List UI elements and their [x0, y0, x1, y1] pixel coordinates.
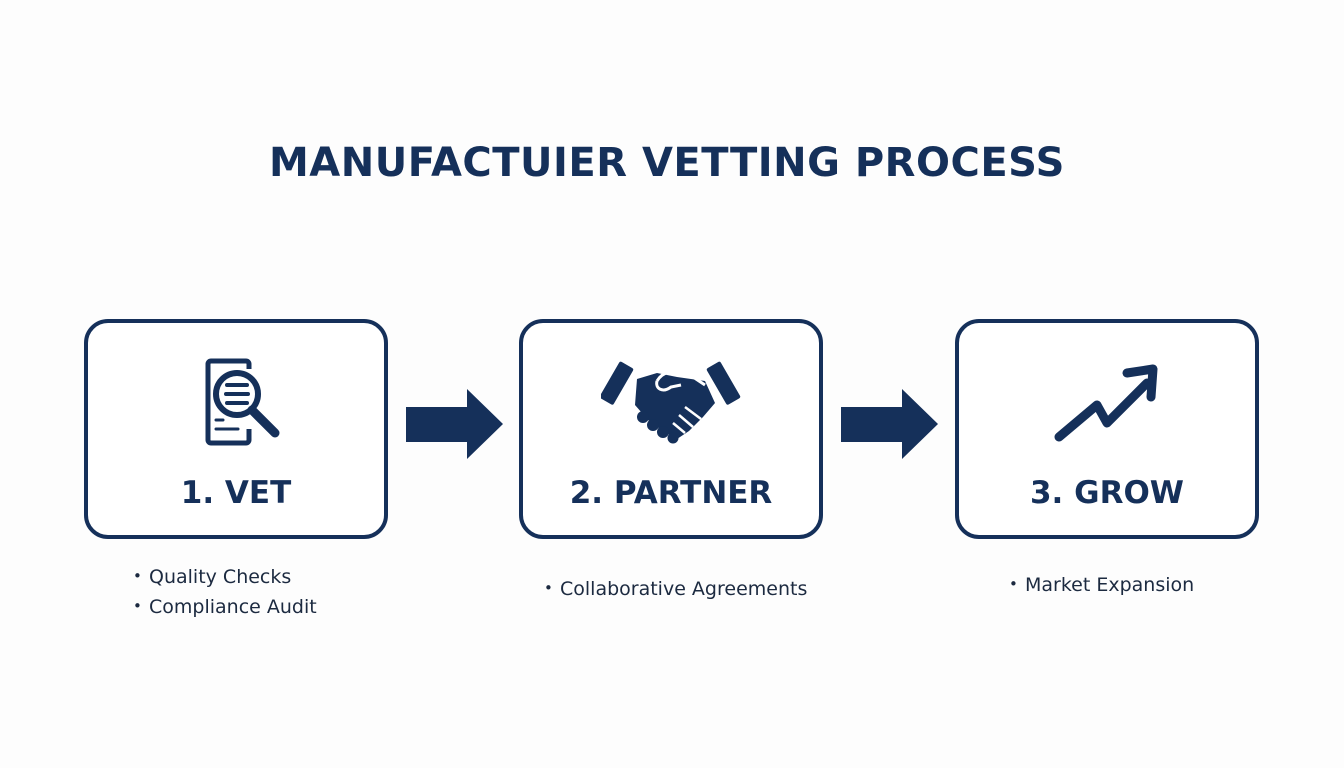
trend-up-arrow-icon [959, 347, 1255, 447]
step-label: 2. PARTNER [569, 475, 773, 511]
bullet-item: Quality Checks [133, 562, 317, 592]
document-magnifier-icon [88, 347, 384, 447]
step-box-grow: 3. GROW [955, 319, 1259, 539]
step-bullets-partner: Collaborative Agreements [544, 574, 807, 604]
bullet-item: Compliance Audit [133, 592, 317, 622]
handshake-icon [523, 347, 819, 447]
step-bullets-vet: Quality Checks Compliance Audit [133, 562, 317, 622]
step-box-partner: 2. PARTNER [519, 319, 823, 539]
diagram-title: MANUFACTUIER VETTING PROCESS [269, 140, 1065, 186]
step-label: 3. GROW [1029, 475, 1184, 511]
bullet-item: Market Expansion [1009, 570, 1194, 600]
step-label: 1. VET [180, 475, 292, 511]
bullet-item: Collaborative Agreements [544, 574, 807, 604]
right-arrow-icon [840, 388, 940, 465]
step-bullets-grow: Market Expansion [1009, 570, 1194, 600]
step-box-vet: 1. VET [84, 319, 388, 539]
right-arrow-icon [405, 388, 505, 465]
